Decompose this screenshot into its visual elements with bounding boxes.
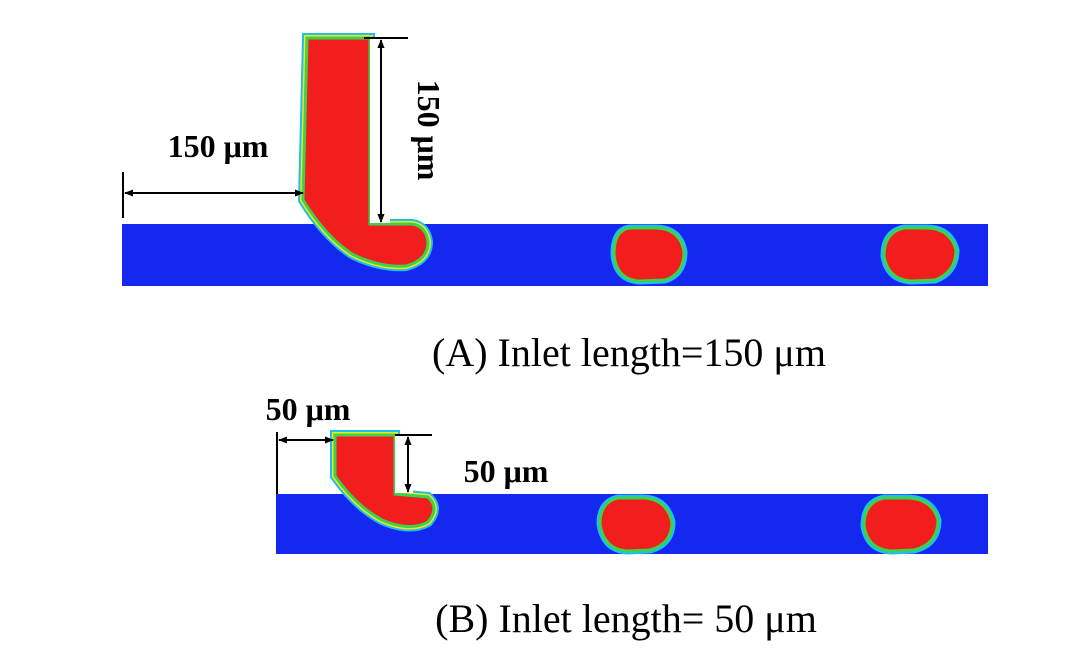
panel-b: 50 μm 50 μm (B) Inlet length= 50 μm: [266, 391, 988, 641]
panel-b-droplet-1: [596, 494, 676, 555]
panel-a-droplet-2: [880, 224, 960, 285]
panel-a-v-dim-label: 150 μm: [411, 80, 447, 181]
panel-a-main-channel: [122, 224, 988, 286]
panel-b-caption: (B) Inlet length= 50 μm: [435, 596, 817, 641]
panel-a-caption: (A) Inlet length=150 μm: [432, 330, 826, 375]
panel-a-h-dim-label: 150 μm: [168, 128, 269, 164]
panel-a: 150 μm 150 μm (A) Inlet length=150 μm: [122, 33, 988, 375]
panel-b-h-dim-label: 50 μm: [266, 391, 351, 427]
panel-b-v-dim-label: 50 μm: [464, 453, 549, 489]
panel-b-droplet-2: [860, 494, 942, 555]
panel-a-droplet-1: [610, 224, 688, 285]
panel-a-inlet-neck: [297, 33, 434, 272]
